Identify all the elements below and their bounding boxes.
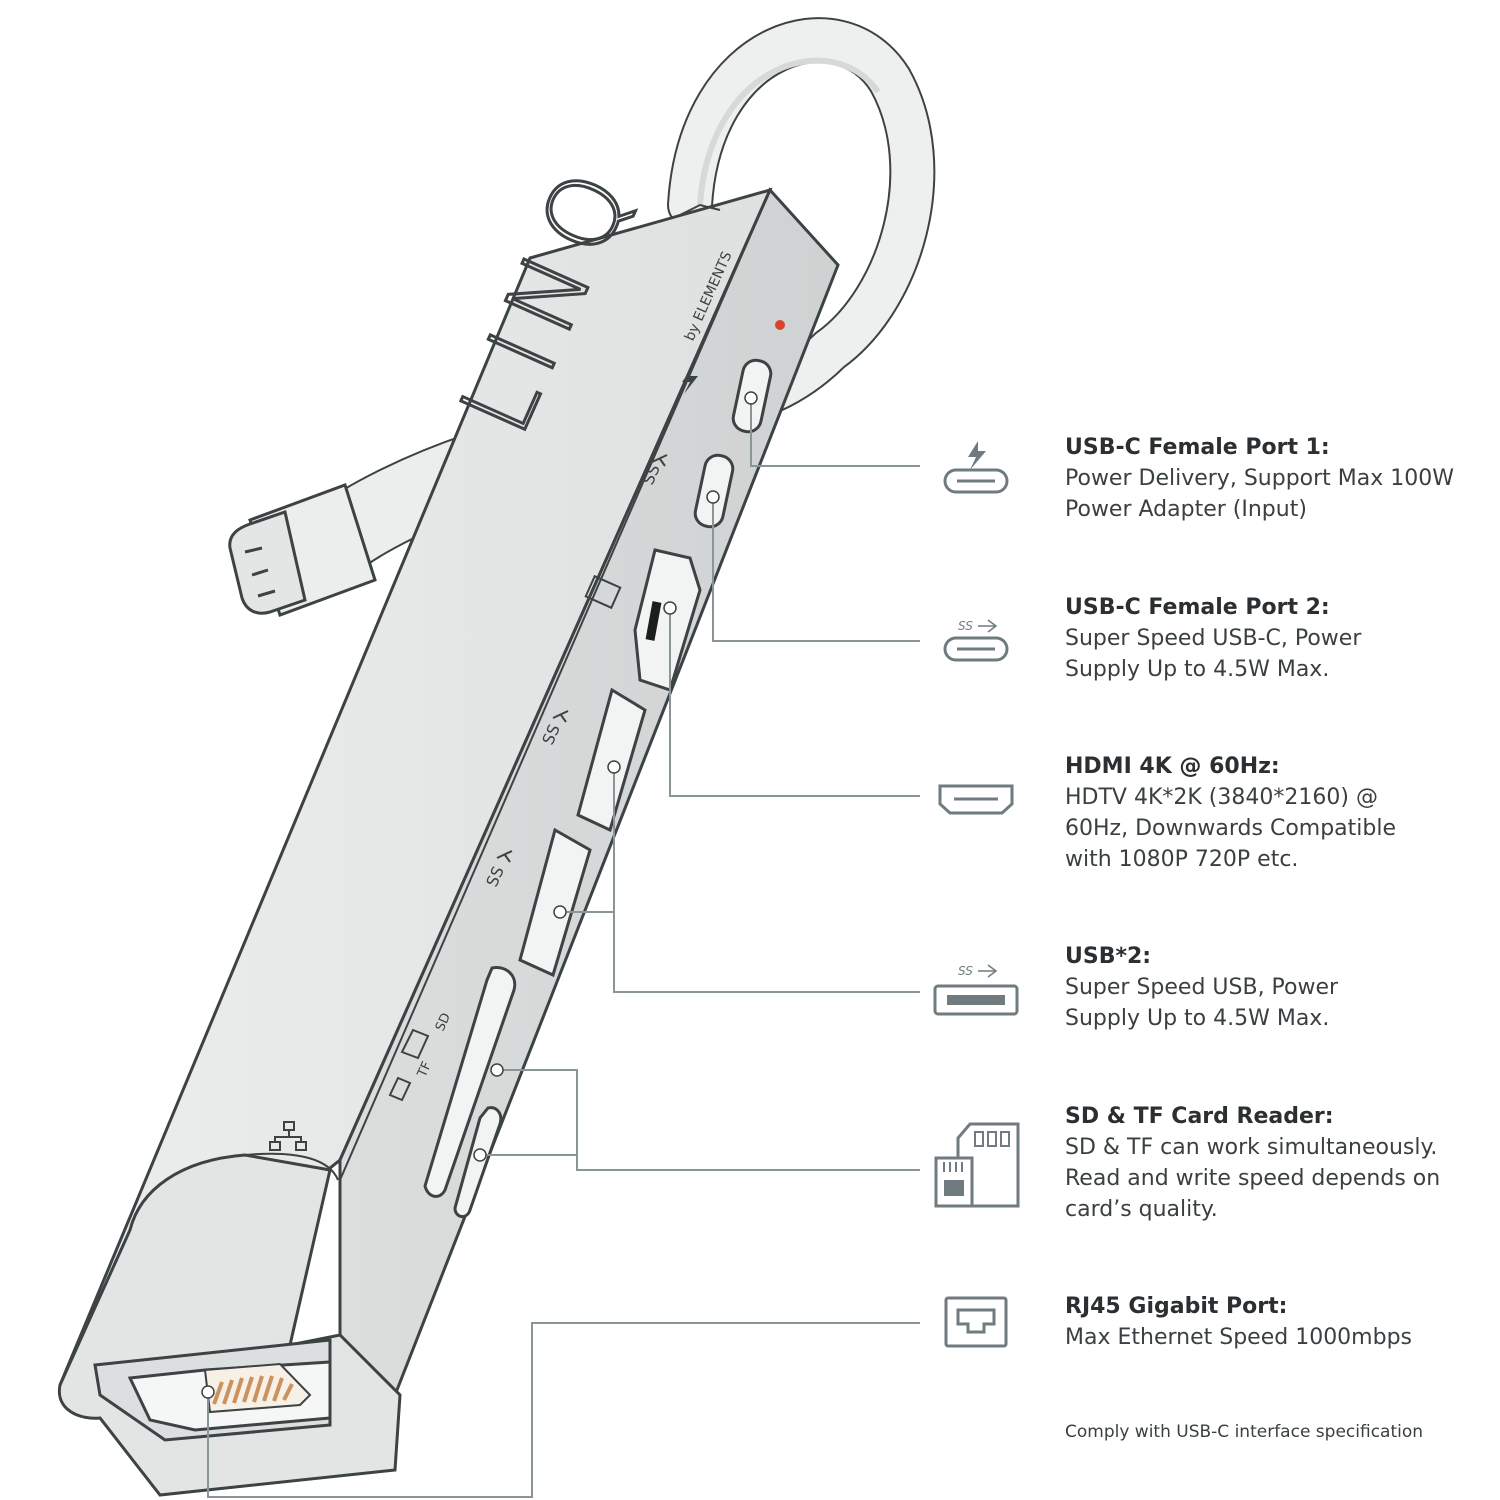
tf-card-small-icon <box>388 1076 412 1102</box>
usb-a-port-1 <box>576 687 647 833</box>
leader-lines <box>207 398 920 1498</box>
ports <box>423 358 773 1218</box>
feature-title: SD & TF Card Reader: <box>1065 1104 1334 1129</box>
feature-card-reader: SD & TF Card Reader: SD & TF can work si… <box>1065 1101 1485 1225</box>
svg-text:SS: SS <box>958 619 973 633</box>
lightning-small-icon <box>682 368 698 394</box>
tf-slot <box>453 1106 503 1218</box>
sd-slot <box>423 965 517 1198</box>
feature-title: HDMI 4K @ 60Hz: <box>1065 754 1280 779</box>
feature-title: USB-C Female Port 1: <box>1065 435 1330 460</box>
leader-dots <box>201 391 758 1399</box>
status-led <box>775 320 785 330</box>
usb-c-power-icon <box>943 441 1009 494</box>
usb-a-port-2 <box>518 827 592 978</box>
feature-line: Read and write speed depends on <box>1065 1166 1441 1191</box>
feature-usb-a: USB*2: Super Speed USB, Power Supply Up … <box>1065 941 1485 1034</box>
network-small-icon <box>269 1121 307 1151</box>
feature-line: Max Ethernet Speed 1000mbps <box>1065 1325 1413 1350</box>
feature-line: Power Delivery, Support Max 100W <box>1065 466 1454 491</box>
feature-title: USB*2: <box>1065 944 1152 969</box>
ethernet-port-icon <box>944 1296 1008 1348</box>
usb-trident-small-icon <box>496 850 513 863</box>
usb-c-plug <box>228 483 377 617</box>
feature-line: HDTV 4K*2K (3840*2160) @ <box>1065 785 1378 810</box>
sd-card-small-icon <box>400 1028 430 1060</box>
feature-title: USB-C Female Port 2: <box>1065 595 1330 620</box>
feature-line: with 1080P 720P etc. <box>1065 847 1299 872</box>
hdmi-icon <box>938 784 1014 815</box>
feature-line: card’s quality. <box>1065 1197 1218 1222</box>
usb-trident-small-icon <box>552 710 569 723</box>
feature-hdmi: HDMI 4K @ 60Hz: HDTV 4K*2K (3840*2160) @… <box>1065 751 1485 875</box>
usb-a-superspeed-icon: SS <box>933 964 1019 1016</box>
feature-title: RJ45 Gigabit Port: <box>1065 1294 1288 1319</box>
usb-c-superspeed-icon: SS <box>943 619 1009 662</box>
sd-label: SD <box>433 1011 454 1034</box>
hub-side-icons <box>269 454 668 1151</box>
feature-icons: SS SS <box>933 441 1020 1348</box>
feature-line: Power Adapter (Input) <box>1065 497 1307 522</box>
feature-usb-c-port-1: USB-C Female Port 1: Power Delivery, Sup… <box>1065 432 1485 525</box>
footnote: Comply with USB-C interface specificatio… <box>1065 1422 1424 1442</box>
usb-trident-small-icon <box>651 454 668 467</box>
display-small-icon <box>584 574 622 610</box>
svg-text:SS: SS <box>958 964 973 978</box>
feature-rj45: RJ45 Gigabit Port: Max Ethernet Speed 10… <box>1065 1291 1485 1353</box>
feature-line: 60Hz, Downwards Compatible <box>1065 816 1397 841</box>
feature-line: Super Speed USB-C, Power <box>1065 626 1362 651</box>
feature-line: Super Speed USB, Power <box>1065 975 1339 1000</box>
tf-label: TF <box>415 1059 435 1080</box>
feature-line: Supply Up to 4.5W Max. <box>1065 657 1330 682</box>
feature-usb-c-port-2: USB-C Female Port 2: Super Speed USB-C, … <box>1065 592 1485 685</box>
sd-tf-card-icon <box>934 1122 1020 1208</box>
feature-line: Supply Up to 4.5W Max. <box>1065 1006 1330 1031</box>
feature-line: SD & TF can work simultaneously. <box>1065 1135 1438 1160</box>
